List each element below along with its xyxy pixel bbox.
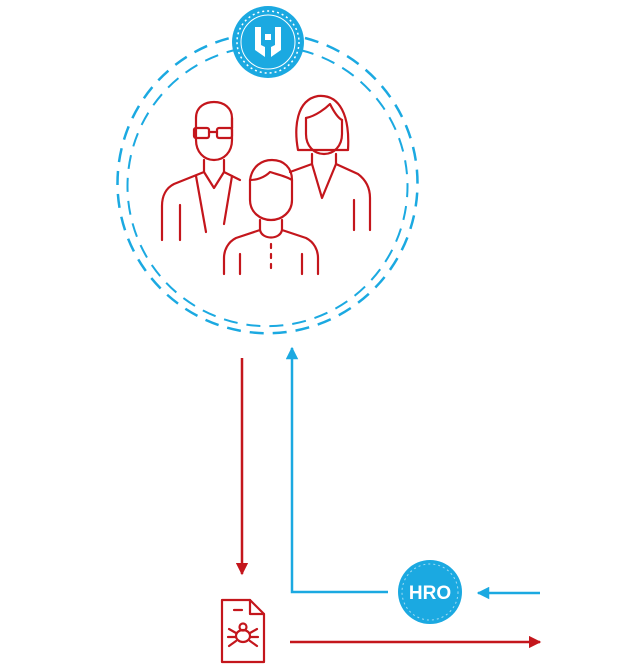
bug-file-icon [220,598,266,664]
person-center [222,158,320,276]
ring-outer-arc [116,36,419,335]
shield-logo-icon [232,6,304,78]
people-group-icon [160,94,372,276]
organization-ring [116,36,419,335]
person-right [288,94,372,232]
hro-label: HRO [409,583,451,604]
person-left [160,100,242,242]
hro-badge: HRO [398,560,462,624]
arrow-up-blue [285,346,388,594]
